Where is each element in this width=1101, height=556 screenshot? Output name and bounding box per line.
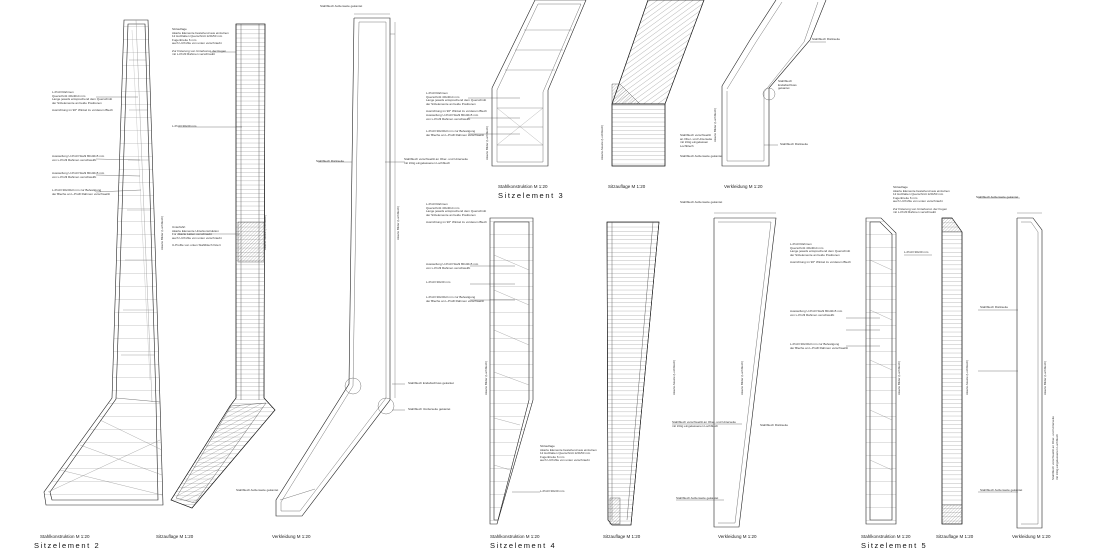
s4-cladding (713, 212, 777, 528)
note-lprofil30-s4b: L-Profil 30x30 mm (540, 489, 565, 493)
s3-seat-surface (611, 0, 705, 167)
s3-seat-caption: Sitzauflage M 1:20 (608, 184, 646, 189)
note-unterfahrt-s2: Unterfahrt Akazie Elemente Unterkonstruk… (172, 225, 222, 247)
note-sitzauflage-s2: Sitzauflage Akazie Elemente bestehend au… (172, 27, 229, 57)
note-stahlblech-rund-s2: Stahlblech Rückseite (316, 159, 345, 163)
s5-section-title: Sitzelement 5 (861, 541, 928, 550)
note-lprofil-befestigung-s5: L-Profil 30x30x3 mm zur Befestigung der … (790, 342, 848, 350)
s5-cladding-caption: Verkleidung M 1:20 (1012, 534, 1051, 539)
vlabel-s3-seat: Akazie Akazie (Lochblech) (600, 124, 604, 160)
note-stahlblech-s4d: Stahlblech Außenseite gekantet (676, 496, 719, 500)
note-lprofil-s4: L-Profil Rahmen Querschnitt 40x40x4 mm L… (426, 202, 487, 224)
note-stahlblech-s4b: Stahlblech verschweißt an Ober- und Unte… (672, 420, 736, 428)
note-lprofil30-s4: L-Profil 30x30 mm (426, 280, 451, 284)
s4-seat-surface (606, 221, 660, 526)
s2-cladding-caption: Verkleidung M 1:20 (272, 534, 311, 539)
note-stahlblech-s5c: Stahlblech Außenseite gekantet (980, 488, 1023, 492)
s5-cladding (1016, 212, 1043, 529)
note-stahlblech-s5a: Stahlblech Außenseite gekantet (976, 195, 1019, 199)
s3-cladding-caption: Verkleidung M 1:20 (724, 184, 763, 189)
s2-section-title: Sitzelement 2 (34, 541, 101, 550)
vlabel-s4-steel: Akazie Bilder (Lochblech) (484, 360, 488, 395)
s4-steel-construction (489, 217, 534, 525)
s4-cladding-caption: Verkleidung M 1:20 (718, 534, 757, 539)
s2-steel-caption: Stahlkonstruktion M 1:20 (40, 534, 90, 539)
note-aussteifung-s5: Aussteifung U-Profil Stahl 80x40x5 mm vo… (790, 309, 843, 317)
note-aussteifung-s2a: Aussteifung U-Profil Stahl 80x40x5 mm vo… (52, 154, 105, 162)
note-stahlblech-s5d: Stahlblech verschweißt an Ober- und Unte… (1051, 416, 1059, 480)
note-stahlblech-ende-s2: Stahlblech Endabschluss gekantet (408, 381, 454, 385)
note-stahlblech-s4c: Stahlblech Rückseite (760, 423, 789, 427)
s5-steel-caption: Stahlkonstruktion M 1:20 (861, 534, 911, 539)
note-stahlblech-kante-s2b: Stahlblech Außenseite gekantet (236, 488, 279, 492)
note-stahlblech-s5b: Stahlblech Rückseite (980, 305, 1009, 309)
s4-seat-caption: Sitzauflage M 1:20 (603, 534, 641, 539)
note-stahlblech-vorn-s2: Stahlblech Vorderseite gekantet (408, 407, 451, 411)
note-stahlblech-s3d: Stahlblech Rückseite (780, 142, 809, 146)
note-lprofil-befestigung-s3: L-Profil 30x30x3 mm zur Befestigung der … (426, 129, 484, 137)
note-lprofil-s3: L-Profil Rahmen Querschnitt 40x40x4 mm L… (426, 91, 487, 113)
note-stahlblech-verschw-s2: Stahlblech verschweißt an Ober- und Unte… (404, 157, 468, 165)
s2-crossbars (121, 59, 155, 356)
note-lprofil-s5: L-Profil Rahmen Querschnitt 40x40x4 mm L… (790, 242, 851, 264)
note-lprofil-befestigung-s2: L-Profil 30x30x3 mm zur Befestigung der … (52, 188, 110, 196)
note-stahlblech-kante-s2: Stahlblech Außenseite gekantet (320, 4, 363, 8)
note-lprofil30-s5: L-Profil 30x30 mm (904, 250, 929, 254)
note-lprofil-s2: L-Profil Rahmen Querschnitt 40x40x4 mm L… (52, 90, 113, 112)
note-lprofil-befestigung-s4: L-Profil 30x30x3 mm zur Befestigung der … (426, 295, 484, 303)
s3-cladding (721, 0, 827, 167)
vlabel-s2-cladding: Akazie Bilder (Lochblech) (396, 205, 400, 240)
note-stahlblech-s3e: Stahlblech Außenseite gekantet (680, 154, 723, 158)
s2-steel-construction (43, 19, 164, 506)
note-stahlblech-s3b: Stahlblech Endabschluss gekantet (778, 79, 797, 91)
s3-section-title: Sitzelement 3 (498, 191, 565, 200)
s5-steel-construction (865, 217, 897, 525)
vlabel-s2-seat: Akazie Akazie (Lochblech) (263, 214, 267, 250)
s4-steel-caption: Stahlkonstruktion M 1:20 (490, 534, 540, 539)
s3-steel-caption: Stahlkonstruktion M 1:20 (498, 184, 548, 189)
note-aussteifung-s3: Aussteifung U-Profil Stahl 80x40x5 mm vo… (426, 113, 479, 121)
leader-lines (95, 41, 1020, 501)
note-aussteifung-s4: Aussteifung U-Profil Stahl 80x40x5 mm vo… (426, 262, 479, 270)
s2-cladding (275, 13, 396, 517)
vlabel-s5-steel: Akazie Bilder (Lochblech) (897, 360, 901, 395)
s2-seat-surface (170, 23, 276, 509)
vlabel-s5-seat: Akazie Akazie (Lochblech) (965, 359, 969, 395)
note-stahlblech-s3c: Stahlblech verschweißt an Ober- und Unte… (680, 133, 713, 148)
note-stahlblech-s4a: Stahlblech Außenseite gekantet (680, 200, 723, 204)
vlabel-s4-cladding: Akazie Bilder (Lochblech) (740, 360, 744, 395)
vlabel-s5-cladding: Akazie Bilder (Lochblech) (1043, 360, 1047, 395)
note-sitzauflage-s5: Sitzauflage Akazie Elemente bestehend au… (893, 185, 950, 215)
vlabel-s4-seat: Akazie Akazie (Lochblech) (672, 359, 676, 395)
vlabel-s3-steel: Akazie Bilder (Lochblech) (485, 125, 489, 160)
s5-seat-surface (941, 217, 963, 525)
note-aussteifung-s2b: Aussteifung U-Profil Stahl 80x40x5 mm vo… (52, 171, 105, 179)
vlabel-s2-steel: Akazie Bilder (Lochblech) (160, 215, 164, 250)
note-sitzauflage-s4: Sitzauflage Akazie Elemente bestehend au… (540, 444, 597, 463)
s4-section-title: Sitzelement 4 (490, 541, 557, 550)
vlabel-s3-cladding: Akazie Bilder (Lochblech) (713, 107, 717, 142)
note-stahlblech-s3a: Stahlblech Rückseite (812, 37, 841, 41)
s5-seat-caption: Sitzauflage M 1:20 (936, 534, 974, 539)
note-lprofil30-s2: L-Profil 30x30 mm (172, 124, 197, 128)
s3-steel-construction (491, 0, 587, 167)
s2-seat-caption: Sitzauflage M 1:20 (156, 534, 194, 539)
